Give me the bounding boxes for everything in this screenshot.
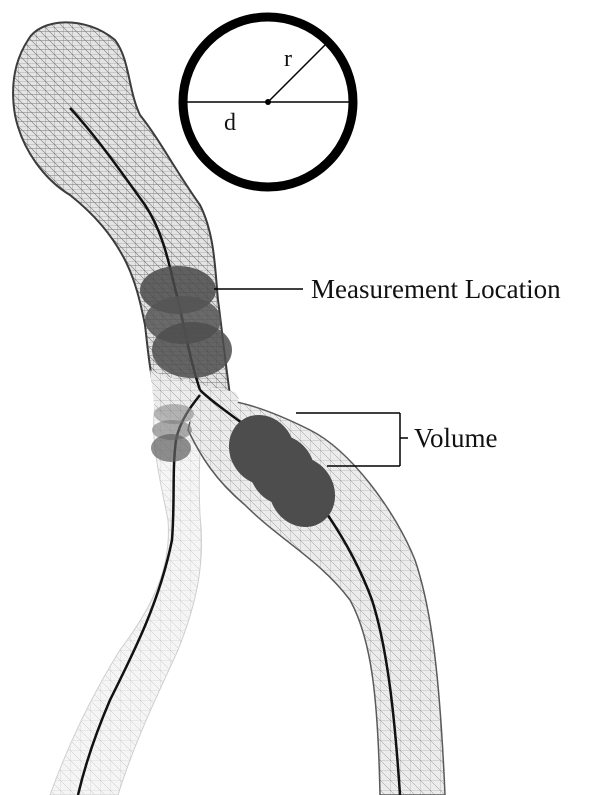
left-branch-discs: [151, 404, 194, 462]
volume-label: Volume: [414, 423, 498, 453]
radius-label: r: [284, 46, 292, 72]
left-branch-vessel: [50, 405, 205, 795]
measurement-disc: [152, 322, 232, 378]
center-point: [265, 99, 271, 105]
measurement-location-label: Measurement Location: [311, 274, 561, 304]
cross-section-circle-icon: r d: [183, 17, 353, 187]
diameter-label: d: [224, 110, 236, 136]
faint-disc: [151, 434, 191, 462]
right-branch-vessel: [188, 399, 445, 795]
